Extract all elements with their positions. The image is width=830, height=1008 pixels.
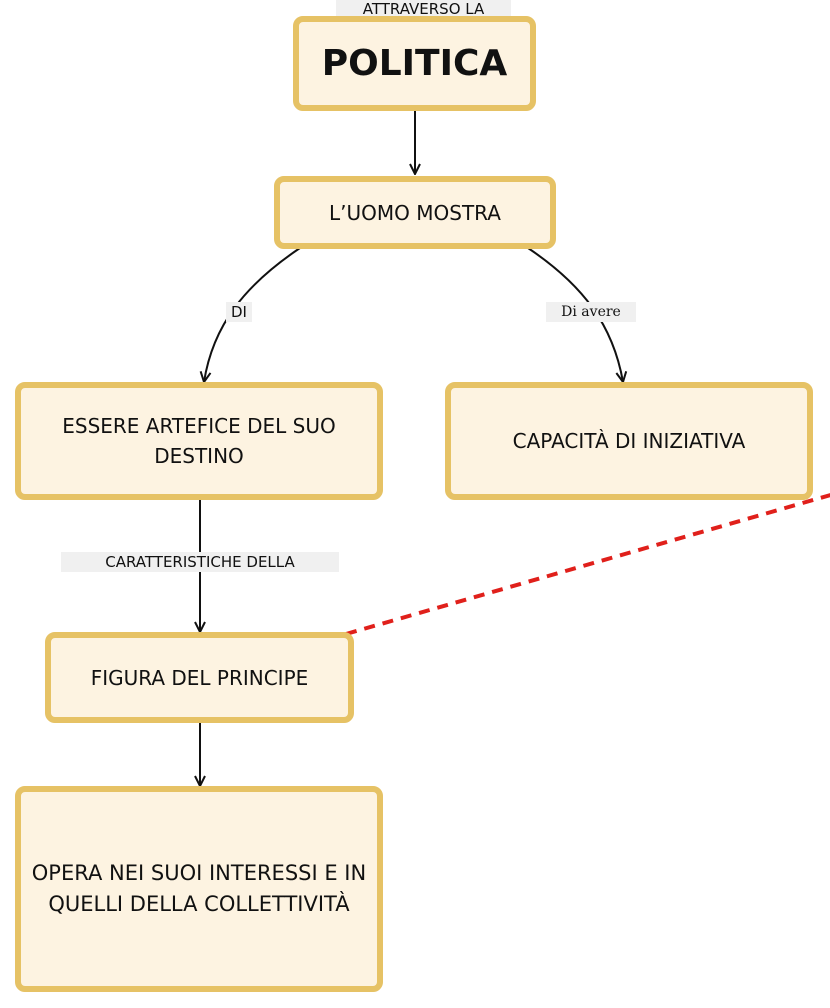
arrow-uomo-to-artefice <box>204 247 301 382</box>
node-uomo-mostra[interactable]: L’UOMO MOSTRA <box>274 176 556 249</box>
link-label-attraverso-la: ATTRAVERSO LA <box>336 0 511 18</box>
node-politica[interactable]: POLITICA <box>293 16 536 111</box>
node-artefice[interactable]: ESSERE ARTEFICE DEL SUO DESTINO <box>15 382 383 500</box>
link-label-caratteristiche-della: CARATTERISTICHE DELLA <box>61 552 339 572</box>
dashed-connector <box>345 493 830 636</box>
link-label-di: DI <box>226 302 252 322</box>
node-principe[interactable]: FIGURA DEL PRINCIPE <box>45 632 354 723</box>
node-iniziativa[interactable]: CAPACITÀ DI INIZIATIVA <box>445 382 813 500</box>
link-label-di-avere: Di avere <box>546 302 636 322</box>
node-opera[interactable]: OPERA NEI SUOI INTERESSI E IN QUELLI DEL… <box>15 786 383 992</box>
